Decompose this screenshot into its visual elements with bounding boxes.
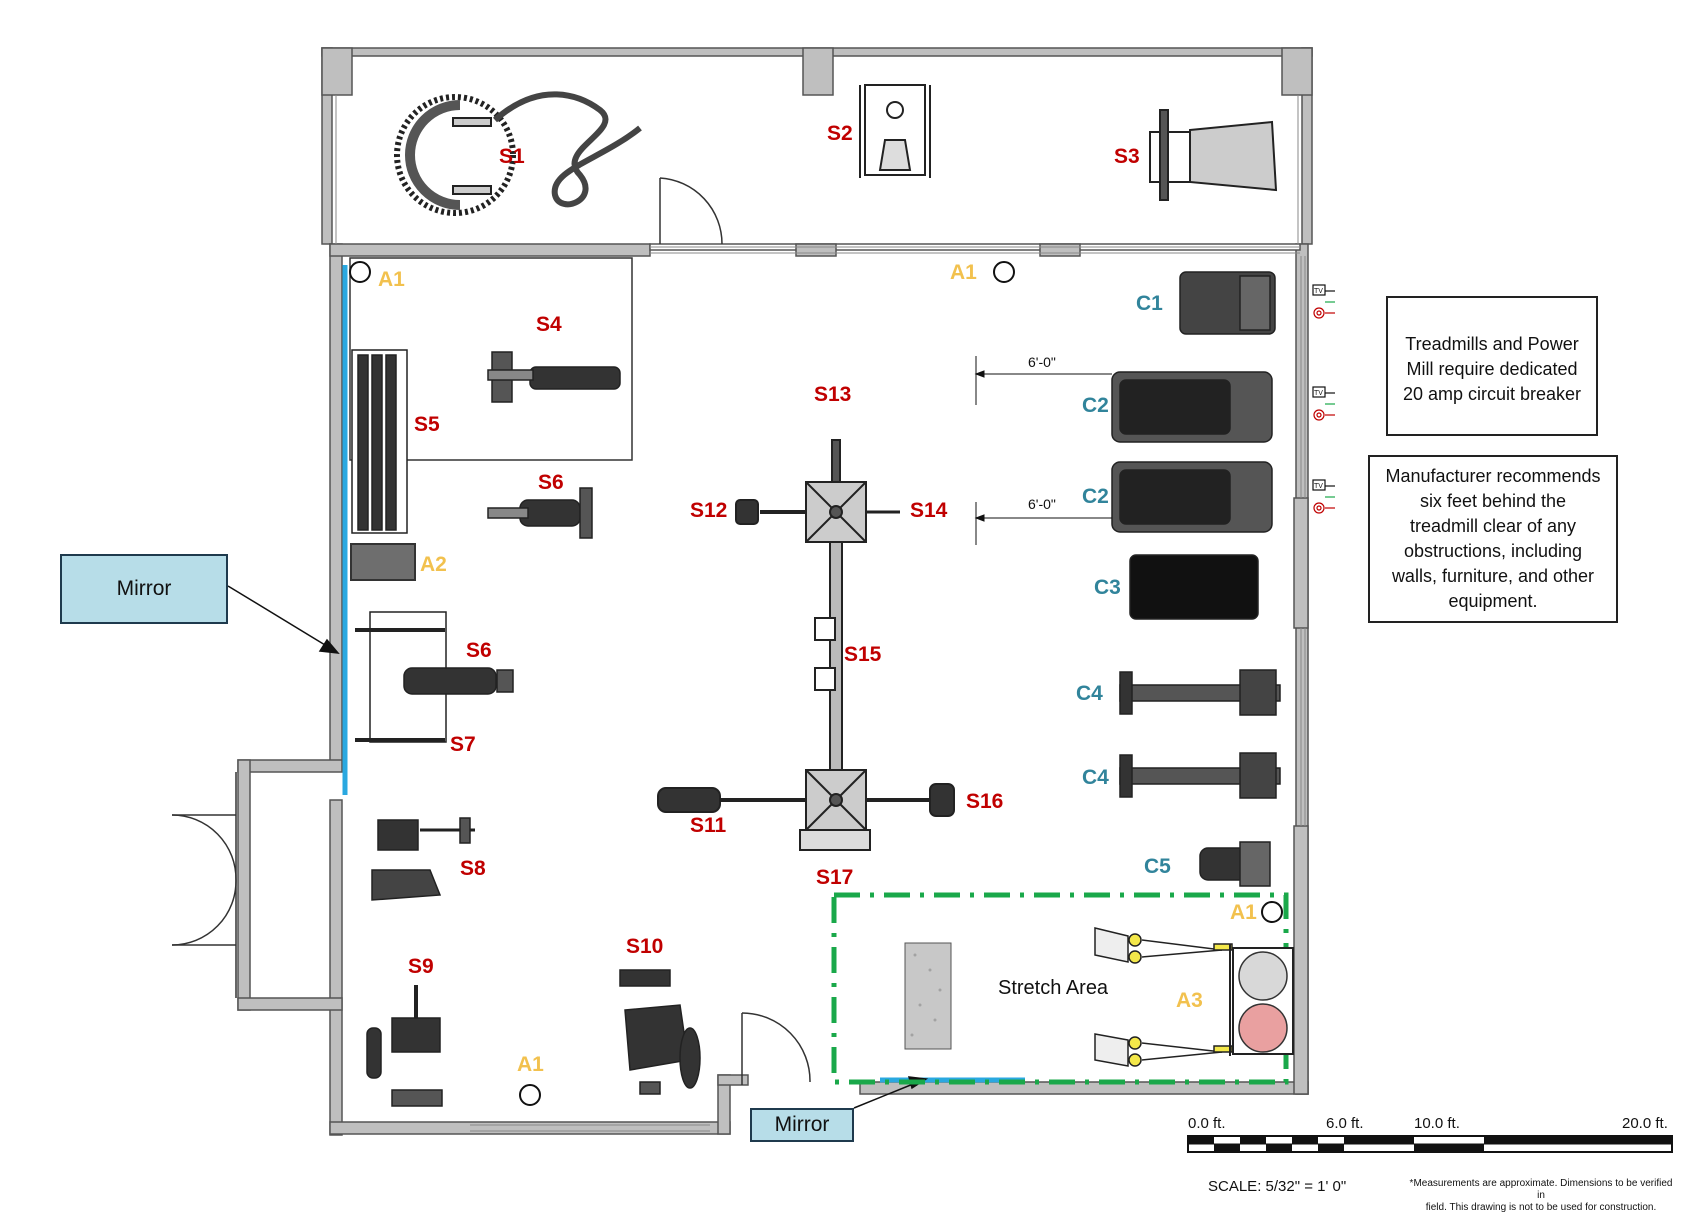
label-c4-1: C4 bbox=[1076, 682, 1103, 705]
mirror-callout-left: Mirror bbox=[60, 554, 228, 624]
scale-bar bbox=[1187, 1135, 1673, 1153]
a1-marker-2 bbox=[993, 261, 1015, 283]
note-clearance-line-1: Manufacturer recommends bbox=[1385, 466, 1601, 486]
label-s2: S2 bbox=[827, 122, 853, 145]
s6-equipment-mid bbox=[487, 487, 593, 539]
note-clearance-line-5: walls, furniture, and other bbox=[1391, 566, 1595, 586]
scale-tick-6: 6.0 ft. bbox=[1326, 1115, 1364, 1132]
label-a1-1: A1 bbox=[378, 268, 405, 291]
label-a1-3: A1 bbox=[1230, 901, 1257, 924]
label-s3: S3 bbox=[1114, 145, 1140, 168]
label-c3: C3 bbox=[1094, 576, 1121, 599]
label-s6-rack: S6 bbox=[466, 639, 492, 662]
note-clearance-line-6: equipment. bbox=[1448, 591, 1538, 611]
stretch-area-label: Stretch Area bbox=[998, 977, 1109, 999]
s1-equipment bbox=[394, 91, 642, 216]
dimension-clearance-1: 6'-0" bbox=[1028, 354, 1056, 370]
label-c4-2: C4 bbox=[1082, 766, 1109, 789]
dimension-clearance-2: 6'-0" bbox=[1028, 496, 1056, 512]
disclaimer-line-1: *Measurements are approximate. Dimension… bbox=[1409, 1178, 1673, 1201]
label-a1-4: A1 bbox=[517, 1053, 544, 1076]
a3-ball-rack bbox=[1232, 947, 1294, 1055]
multi-station bbox=[657, 439, 955, 851]
note-circuit-line-3: 20 amp circuit breaker bbox=[1402, 384, 1582, 404]
label-s7: S7 bbox=[450, 733, 476, 756]
a2-box bbox=[350, 543, 416, 581]
s8-equipment bbox=[371, 817, 475, 901]
scale-tick-20: 20.0 ft. bbox=[1622, 1115, 1668, 1132]
note-clearance-line-4: obstructions, including bbox=[1403, 541, 1583, 561]
tv-icon-3: TV bbox=[1314, 483, 1323, 490]
label-s17: S17 bbox=[816, 866, 854, 889]
label-s16: S16 bbox=[966, 790, 1004, 813]
label-s12: S12 bbox=[690, 499, 728, 522]
a1-marker-1 bbox=[349, 261, 371, 283]
c2-treadmill-1 bbox=[1111, 371, 1273, 443]
s5-rack bbox=[351, 349, 408, 534]
label-c2-1: C2 bbox=[1082, 394, 1109, 417]
tv-outlet-symbols bbox=[1312, 284, 1335, 514]
label-s10: S10 bbox=[626, 935, 664, 958]
scale-tick-10: 10.0 ft. bbox=[1414, 1115, 1460, 1132]
c5-equipment bbox=[1199, 841, 1271, 887]
label-c5: C5 bbox=[1144, 855, 1171, 878]
door-upper bbox=[659, 177, 723, 245]
label-a1-2: A1 bbox=[950, 261, 977, 284]
label-s13: S13 bbox=[814, 383, 852, 406]
label-s14: S14 bbox=[910, 499, 948, 522]
s10-equipment bbox=[619, 969, 701, 1095]
c1-equipment bbox=[1179, 271, 1276, 335]
mirror-callout-bottom: Mirror bbox=[750, 1108, 854, 1142]
label-s9: S9 bbox=[408, 955, 434, 978]
label-c2-2: C2 bbox=[1082, 485, 1109, 508]
note-clearance-line-2: six feet behind the bbox=[1419, 491, 1567, 511]
label-c1: C1 bbox=[1136, 292, 1163, 315]
scale-text: SCALE: 5/32" = 1' 0" bbox=[1208, 1178, 1347, 1195]
disclaimer-line-2: field. This drawing is not to be used fo… bbox=[1425, 1202, 1657, 1213]
label-s15: S15 bbox=[844, 643, 882, 666]
note-clearance-line-3: treadmill clear of any bbox=[1409, 516, 1577, 536]
note-treadmill-clearance: Manufacturer recommends six feet behind … bbox=[1368, 455, 1618, 623]
c2-treadmill-2 bbox=[1111, 461, 1273, 533]
c4-elliptical-2 bbox=[1119, 752, 1281, 799]
s2-equipment bbox=[859, 84, 931, 178]
note-circuit-line-2: Mill require dedicated bbox=[1406, 359, 1578, 379]
tv-icon-2: TV bbox=[1314, 390, 1323, 397]
label-s6-mid: S6 bbox=[538, 471, 564, 494]
c3-equipment bbox=[1129, 554, 1259, 620]
note-circuit-line-1: Treadmills and Power bbox=[1405, 334, 1579, 354]
a1-marker-3 bbox=[1261, 901, 1283, 923]
tv-icon-1: TV bbox=[1314, 288, 1323, 295]
s6-s7-rack bbox=[355, 611, 514, 743]
mirror-callout-bottom-text: Mirror bbox=[774, 1113, 830, 1136]
label-s4: S4 bbox=[536, 313, 562, 336]
walls bbox=[237, 47, 1313, 1136]
note-circuit-breaker: Treadmills and Power Mill require dedica… bbox=[1386, 296, 1598, 436]
door-double-left bbox=[171, 772, 237, 998]
label-a3: A3 bbox=[1176, 989, 1203, 1012]
door-bottom bbox=[741, 1012, 811, 1085]
label-a2: A2 bbox=[420, 553, 447, 576]
s4-equipment bbox=[487, 351, 621, 403]
label-s5: S5 bbox=[414, 413, 440, 436]
scale-tick-0: 0.0 ft. bbox=[1188, 1115, 1226, 1132]
s3-equipment bbox=[1149, 109, 1278, 201]
c4-elliptical-1 bbox=[1119, 669, 1281, 716]
label-s1: S1 bbox=[499, 145, 525, 168]
disclaimer: *Measurements are approximate. Dimension… bbox=[1406, 1178, 1676, 1214]
label-s11: S11 bbox=[690, 814, 727, 837]
suspension-trainers bbox=[1094, 927, 1233, 1067]
label-s8: S8 bbox=[460, 857, 486, 880]
mirror-callout-left-text: Mirror bbox=[116, 577, 172, 600]
stretch-area-border bbox=[831, 892, 1289, 1085]
a1-marker-4 bbox=[519, 1084, 541, 1106]
stretch-mat bbox=[904, 942, 952, 1050]
s9-equipment bbox=[366, 985, 443, 1107]
